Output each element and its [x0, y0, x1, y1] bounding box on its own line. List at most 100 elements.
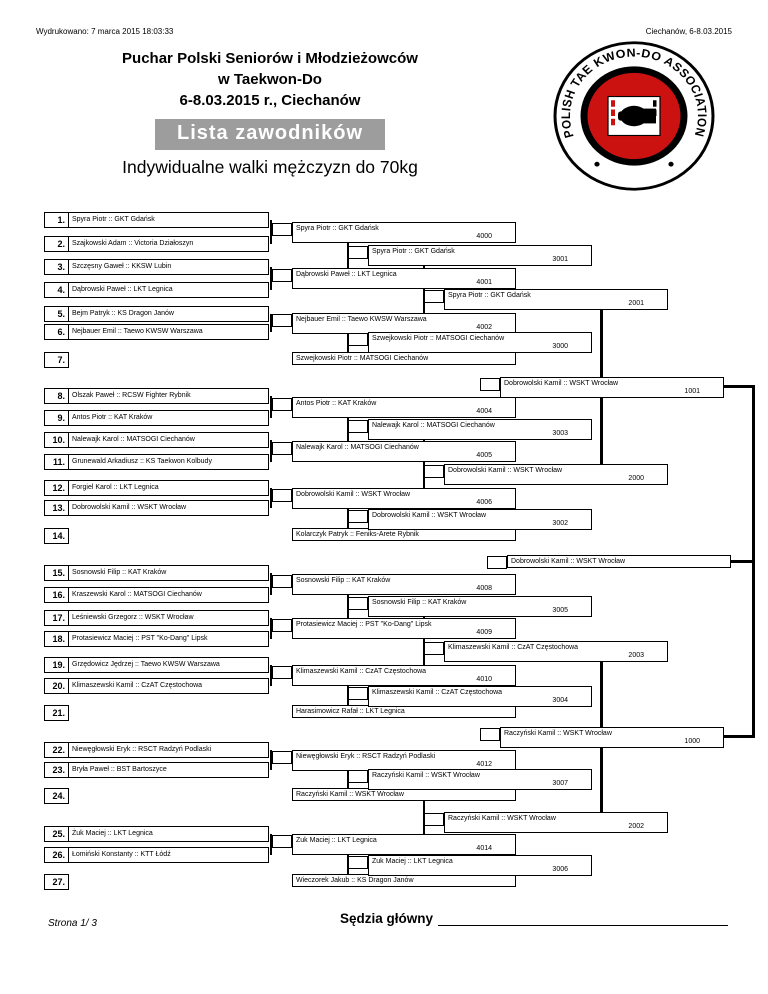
competitor-row: 10.Nalewajk Karol :: MATSOGI Ciechanów [44, 432, 269, 448]
competitor-name: Spyra Piotr :: GKT Gdańsk [448, 292, 531, 299]
bracket-connector [270, 750, 272, 770]
competitor-name: Żuk Maciej :: LKT Legnica [372, 858, 453, 865]
competitor-row: 4.Dąbrowski Paweł :: LKT Legnica [44, 282, 269, 298]
match-number: 1001 [684, 388, 700, 395]
seed-number: 10. [44, 432, 69, 448]
event-title-line2: w Taekwon-Do [218, 71, 322, 88]
seed-number: 18. [44, 631, 69, 647]
competitor-name: Kolarczyk Patryk :: Feniks-Arete Rybnik [296, 531, 419, 538]
score-box [272, 223, 292, 236]
score-box [272, 575, 292, 588]
bracket-connector [724, 735, 755, 738]
seed-number: 21. [44, 705, 69, 721]
seed-number: 9. [44, 410, 69, 426]
match-number: 3002 [552, 520, 568, 527]
competitor-name: Nejbauer Emil :: Taewo KWSW Warszawa [296, 316, 427, 323]
bracket-connector [270, 314, 272, 332]
score-box [487, 556, 507, 569]
competitor-row: 5.Bejm Patryk :: KS Dragon Janów [44, 306, 269, 322]
seed-number: 11. [44, 454, 69, 470]
score-box [348, 770, 368, 783]
score-box [272, 751, 292, 764]
match-box: Protasiewicz Maciej :: PST "Ko-Dang" Lip… [272, 618, 516, 639]
match-number: 4006 [476, 499, 492, 506]
competitor-row: 9.Antos Piotr :: KAT Kraków [44, 410, 269, 426]
competitor-name: Harasimowicz Rafał :: LKT Legnica [296, 708, 405, 715]
competitor-name: Klimaszewski Kamil :: CzAT Częstochowa [296, 668, 427, 675]
competitor-name: Spyra Piotr :: GKT Gdańsk [372, 248, 455, 255]
score-box [348, 246, 368, 259]
competitor-name: Dobrowolski Kamil :: WSKT Wrocław [372, 512, 487, 519]
seed-number: 23. [44, 762, 69, 778]
competitor-name: Antos Piotr :: KAT Kraków [296, 400, 377, 407]
logo-hangul-red [611, 100, 615, 126]
score-box [272, 619, 292, 632]
competitor-row: 13.Dobrowolski Kamil :: WSKT Wrocław [44, 500, 269, 516]
competitor-row: 25.Żuk Maciej :: LKT Legnica [44, 826, 269, 842]
category-title: Indywidualne walki mężczyzn do 70kg [122, 157, 418, 177]
competitor-name: Dąbrowski Paweł :: LKT Legnica [69, 282, 269, 298]
match-number: 3004 [552, 697, 568, 704]
seed-number: 1. [44, 212, 69, 228]
competitor-name: Wieczorek Jakub :: KS Dragon Janów [296, 877, 414, 884]
competitor-name: Niewęgłowski Eryk :: RSCT Radzyń Podlask… [69, 742, 269, 758]
competitor-name: Szczęsny Gaweł :: KKSW Lubin [69, 259, 269, 275]
score-box [424, 465, 444, 478]
competitor-row: 22.Niewęgłowski Eryk :: RSCT Radzyń Podl… [44, 742, 269, 758]
seed-number: 20. [44, 678, 69, 694]
score-box [272, 314, 292, 327]
competitor-name: Protasiewicz Maciej :: PST "Ko-Dang" Lip… [69, 631, 269, 647]
score-box [348, 687, 368, 700]
competitor-row: 26.Łomiński Konstanty :: KTT Łódź [44, 847, 269, 863]
bracket-connector [731, 560, 755, 563]
match-number: 4009 [476, 629, 492, 636]
competitor-row-empty: 24. [44, 788, 69, 804]
competitor-row-empty: 14. [44, 528, 69, 544]
seed-number: 25. [44, 826, 69, 842]
seed-number: 22. [44, 742, 69, 758]
competitor-row-empty: 27. [44, 874, 69, 890]
competitor-name: Nalewajk Karol :: MATSOGI Ciechanów [69, 432, 269, 448]
score-box [424, 642, 444, 655]
match-number: 2003 [628, 652, 644, 659]
competitor-row: 19.Grzędowicz Jędrzej :: Taewo KWSW Wars… [44, 657, 269, 673]
competitor-row: 18.Protasiewicz Maciej :: PST "Ko-Dang" … [44, 631, 269, 647]
match-number: 3000 [552, 343, 568, 350]
competitor-name: Raczyński Kamil :: WSKT Wrocław [296, 791, 404, 798]
score-box [348, 510, 368, 523]
match-number: 4012 [476, 761, 492, 768]
competitor-row: 15.Sosnowski Filip :: KAT Kraków [44, 565, 269, 581]
competitor-row: 3.Szczęsny Gaweł :: KKSW Lubin [44, 259, 269, 275]
competitor-name: Forgiel Karol :: LKT Legnica [69, 480, 269, 496]
list-banner: Lista zawodników [154, 119, 386, 150]
competitor-row: 16.Kraszewski Karol :: MATSOGI Ciechanów [44, 587, 269, 603]
competitor-name: Leśniewski Grzegorz :: WSKT Wrocław [69, 610, 269, 626]
competitor-row: 2.Szajkowski Adam :: Victoria Działoszyn [44, 236, 269, 252]
match-number: 2000 [628, 475, 644, 482]
competitor-name: Spyra Piotr :: GKT Gdańsk [296, 225, 379, 232]
score-box [348, 597, 368, 610]
bracket-connector [270, 618, 272, 639]
competitor-name: Dobrowolski Kamil :: WSKT Wrocław [448, 467, 563, 474]
match-number: 3007 [552, 780, 568, 787]
page-number: Strona 1/ 3 [48, 918, 97, 929]
competitor-name: Spyra Piotr :: GKT Gdańsk [69, 212, 269, 228]
competitor-name: Nalewajk Karol :: MATSOGI Ciechanów [296, 444, 419, 451]
competitor-name: Olszak Paweł :: RCSW Fighter Rybnik [69, 388, 269, 404]
score-box [348, 420, 368, 433]
competitor-row: 1.Spyra Piotr :: GKT Gdańsk [44, 212, 269, 228]
match-number: 3006 [552, 866, 568, 873]
bracket-connector [270, 440, 272, 462]
